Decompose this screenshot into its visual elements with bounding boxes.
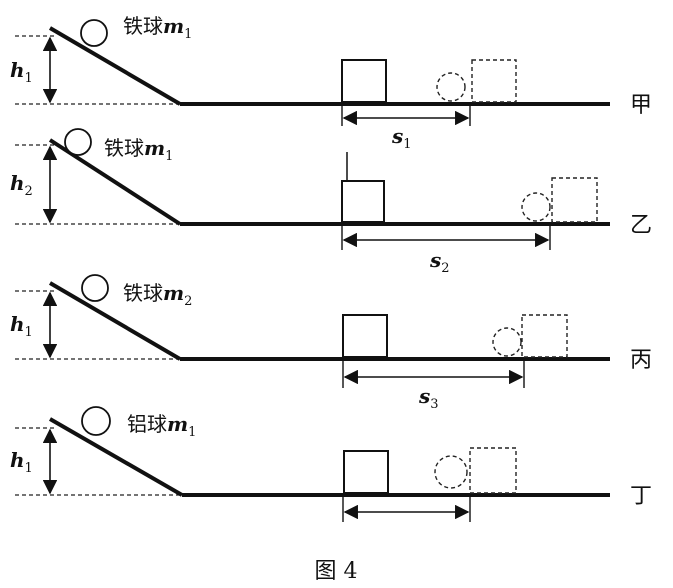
- ball-final-dashed: [434, 455, 468, 489]
- panel-tag: 丁: [630, 484, 652, 509]
- block-initial: [341, 180, 385, 223]
- distance-label: s2: [429, 248, 450, 276]
- ramp: [49, 417, 183, 497]
- panel-bing: h1 铁球m2 s3 丙: [10, 274, 652, 412]
- block-final-dashed: [469, 447, 517, 494]
- panel-tag: 乙: [630, 213, 652, 238]
- distance-label: s3: [418, 384, 439, 412]
- panel-yi: h2 铁球m1 s2 乙: [10, 128, 652, 276]
- ball-label: 铁球m2: [123, 281, 192, 309]
- ball: [80, 19, 108, 47]
- block-final-dashed: [471, 59, 517, 103]
- ball: [64, 128, 92, 156]
- height-label: h1: [10, 58, 33, 86]
- ball: [81, 274, 109, 302]
- ball-final-dashed: [436, 72, 466, 102]
- panel-jia: h1 铁球m1 s1 甲: [10, 14, 652, 152]
- block-initial: [341, 59, 387, 103]
- height-label: h1: [10, 312, 33, 340]
- figure-caption: 图 4: [315, 559, 358, 584]
- block-initial: [342, 314, 388, 358]
- height-label: h1: [10, 448, 33, 476]
- height-label: h2: [10, 171, 33, 199]
- ball-label: 铁球m1: [104, 136, 173, 164]
- ramp: [48, 26, 182, 106]
- ball-label: 铁球m1: [123, 14, 192, 42]
- ball-final-dashed: [521, 192, 551, 222]
- panel-tag: 丙: [630, 348, 652, 373]
- ramp: [48, 281, 182, 361]
- ball-label: 铝球m1: [127, 412, 196, 440]
- distance-label: s1: [391, 124, 412, 152]
- ball-final-dashed: [492, 327, 522, 357]
- block-initial: [343, 450, 389, 494]
- panel-tag: 甲: [630, 93, 652, 118]
- block-final-dashed: [521, 314, 568, 358]
- block-final-dashed: [551, 177, 598, 223]
- ball: [81, 406, 111, 436]
- panel-ding: h1 铝球m1 丁: [10, 406, 652, 522]
